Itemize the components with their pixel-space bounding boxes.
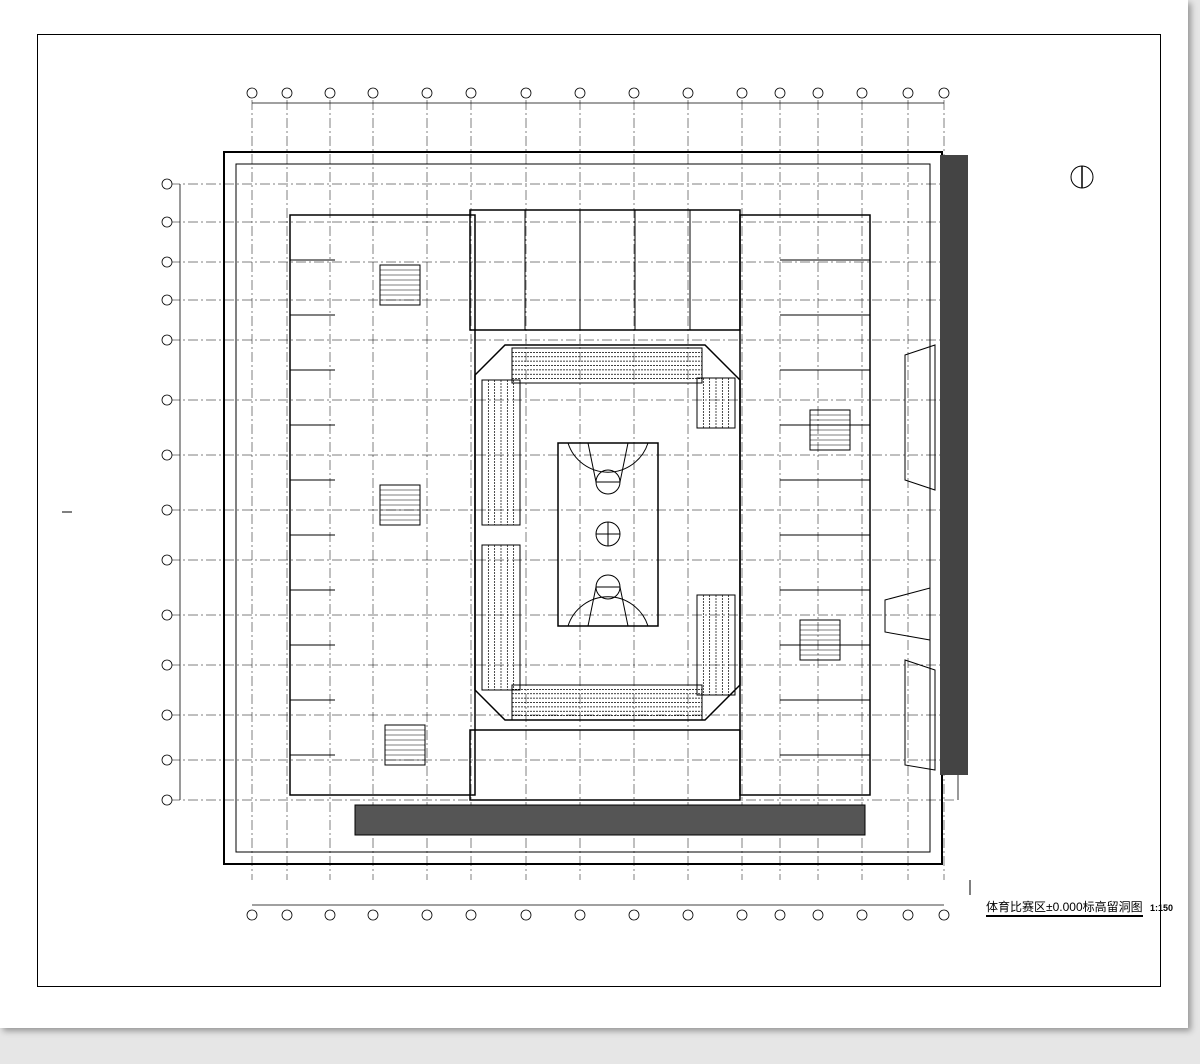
three-point-line <box>567 596 649 627</box>
exterior-wall <box>223 151 943 865</box>
grid-bubble <box>281 87 293 99</box>
grid-bubble <box>161 609 173 621</box>
grid-bubble <box>902 909 914 921</box>
grid-bubble <box>736 909 748 921</box>
hatched-wall <box>354 804 866 836</box>
hatched-wall <box>940 155 968 775</box>
grid-bubble <box>774 87 786 99</box>
grid-bubble <box>246 909 258 921</box>
drawing-scale: 1:150 <box>1149 903 1173 913</box>
grid-bubble <box>367 87 379 99</box>
grid-bubble <box>774 909 786 921</box>
grid-bubble <box>520 909 532 921</box>
grid-bubble <box>161 294 173 306</box>
key-area <box>587 586 629 627</box>
grid-bubble <box>628 909 640 921</box>
exterior-wall-inner <box>235 163 931 853</box>
grid-bubble <box>856 87 868 99</box>
grid-bubble <box>324 87 336 99</box>
grid-bubble <box>574 87 586 99</box>
drawing-title: 体育比赛区±0.000标高留洞图 <box>986 900 1143 917</box>
grid-bubble <box>421 87 433 99</box>
grid-bubble <box>574 909 586 921</box>
grid-bubble <box>421 909 433 921</box>
entrance-canopy <box>904 344 936 491</box>
free-throw-circle <box>595 469 621 495</box>
grid-bubble <box>465 909 477 921</box>
grid-bubble <box>812 87 824 99</box>
grid-bubble <box>520 87 532 99</box>
grid-bubble <box>161 256 173 268</box>
north-rooms <box>469 209 741 331</box>
grid-bubble <box>161 659 173 671</box>
grid-bubble <box>682 87 694 99</box>
key-area <box>587 442 629 483</box>
grid-bubble <box>628 87 640 99</box>
east-rooms <box>739 214 871 796</box>
grid-bubble <box>161 394 173 406</box>
drawing-frame <box>37 34 1161 987</box>
grid-bubble <box>465 87 477 99</box>
floor-plan <box>62 87 1094 921</box>
grid-bubble <box>161 449 173 461</box>
arena-bowl <box>474 344 741 721</box>
grid-bubble <box>736 87 748 99</box>
grid-bubble <box>161 178 173 190</box>
south-rooms <box>469 729 741 801</box>
grid-bubble <box>682 909 694 921</box>
three-point-line <box>567 442 649 473</box>
grid-bubble <box>161 504 173 516</box>
grid-bubble <box>161 709 173 721</box>
free-throw-circle <box>595 574 621 600</box>
grid-bubble <box>161 334 173 346</box>
grid-bubble <box>324 909 336 921</box>
grid-bubble <box>367 909 379 921</box>
grid-bubble <box>246 87 258 99</box>
grid-bubble <box>938 87 950 99</box>
grid-bubble <box>856 909 868 921</box>
drawing-title-block: 体育比赛区±0.000标高留洞图 1:150 <box>986 898 1173 917</box>
grid-bubble <box>161 794 173 806</box>
grid-bubble <box>161 216 173 228</box>
drawing-sheet: 体育比赛区±0.000标高留洞图 1:150 <box>0 0 1188 1028</box>
entrance-canopy <box>904 659 936 771</box>
grid-bubble <box>161 554 173 566</box>
grid-bubble <box>938 909 950 921</box>
grid-bubble <box>902 87 914 99</box>
entrance-canopy <box>884 587 931 641</box>
grid-bubble <box>161 754 173 766</box>
grid-bubble <box>812 909 824 921</box>
grid-bubble <box>281 909 293 921</box>
